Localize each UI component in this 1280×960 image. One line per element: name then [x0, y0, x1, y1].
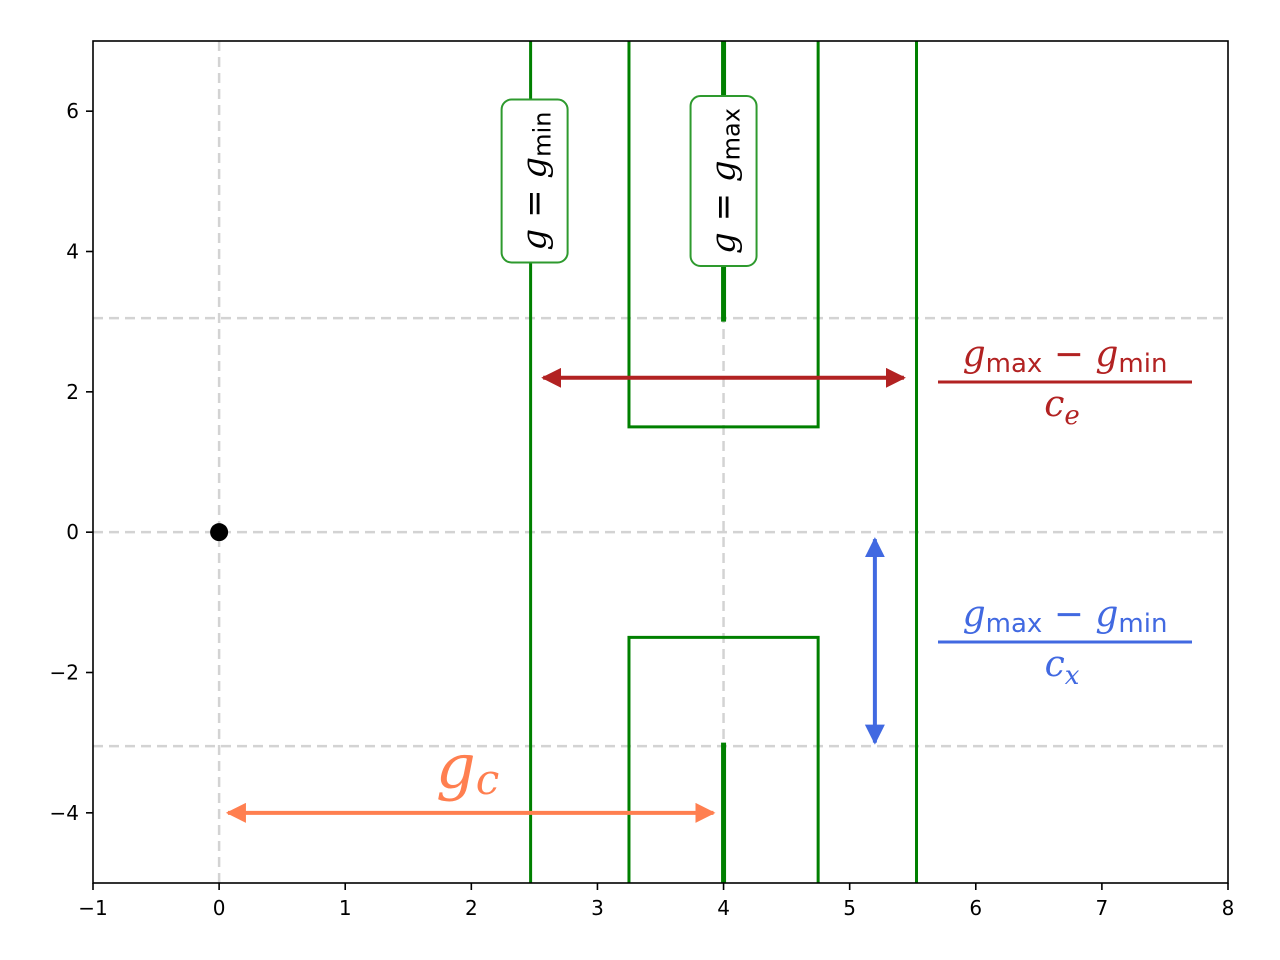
gmin-label-box: g = gmin — [500, 98, 569, 264]
gmax-label-box: g = gmax — [689, 95, 758, 267]
y-tick-label: 2 — [66, 380, 79, 404]
svg-text:g = gmax: g = gmax — [704, 108, 746, 254]
cx-num-g2: g — [1095, 594, 1118, 635]
gmin-sub: min — [529, 112, 557, 157]
gmax-eq: = — [704, 182, 744, 232]
svg-text:gmax − gmin: gmax − gmin — [963, 594, 1168, 639]
ce-num-g1: g — [963, 334, 986, 375]
cx-den: c — [1045, 644, 1065, 685]
reference-lines — [93, 41, 1228, 883]
gmin-g2: g — [515, 157, 555, 179]
x-tick-label: 8 — [1222, 896, 1235, 920]
x-tick-label: 1 — [339, 896, 352, 920]
svg-text:cx: cx — [1045, 644, 1080, 691]
cx-minus: − — [1042, 594, 1095, 635]
gmax-sub: max — [718, 108, 746, 160]
gmin-eq: = — [515, 179, 555, 229]
svg-text:gmax − gmin: gmax − gmin — [963, 334, 1168, 379]
gc-sub: c — [476, 755, 500, 804]
ce-num-g2: g — [1095, 334, 1118, 375]
gmax-g: g — [704, 232, 744, 254]
y-tick-label: −4 — [50, 801, 79, 825]
gmin-g: g — [515, 229, 555, 251]
svg-text:g = gmin: g = gmin — [515, 112, 557, 251]
gc-label: gc — [436, 730, 499, 804]
cx-num-sub2: min — [1118, 609, 1167, 639]
cx-num-sub1: max — [986, 609, 1043, 639]
ce-fraction-label: gmax − gmin ce — [938, 334, 1192, 431]
ce-num-sub1: max — [986, 349, 1043, 379]
lower-bracket — [627, 635, 820, 883]
cx-num-g1: g — [963, 594, 986, 635]
x-tick-label: 6 — [969, 896, 982, 920]
ce-minus: − — [1042, 334, 1095, 375]
svg-text:gc: gc — [436, 730, 499, 804]
ce-den-sub: e — [1064, 401, 1079, 431]
gmax-g2: g — [704, 160, 744, 182]
x-tick-label: 0 — [213, 896, 226, 920]
y-tick-label: −2 — [50, 661, 79, 685]
svg-text:ce: ce — [1044, 384, 1080, 431]
y-tick-label: 6 — [66, 99, 79, 123]
origin-point — [210, 523, 229, 542]
axis-ticks: −1 0 1 2 3 4 5 6 7 8 −4 −2 0 2 4 6 — [50, 99, 1235, 920]
axes-frame — [92, 40, 1229, 884]
x-tick-label: 5 — [843, 896, 856, 920]
cx-den-sub: x — [1065, 661, 1080, 691]
x-tick-label: 2 — [465, 896, 478, 920]
x-tick-label: 4 — [717, 896, 730, 920]
upper-bracket — [627, 41, 820, 429]
plot-elements — [210, 41, 919, 883]
gc-g: g — [436, 730, 476, 803]
x-tick-label: 3 — [591, 896, 604, 920]
x-tick-label: −1 — [78, 896, 107, 920]
x-tick-label: 7 — [1096, 896, 1109, 920]
ce-den: c — [1044, 384, 1064, 425]
y-tick-label: 0 — [66, 520, 79, 544]
y-tick-label: 4 — [66, 240, 79, 264]
cx-fraction-label: gmax − gmin cx — [938, 594, 1192, 691]
ce-num-sub2: min — [1118, 349, 1167, 379]
